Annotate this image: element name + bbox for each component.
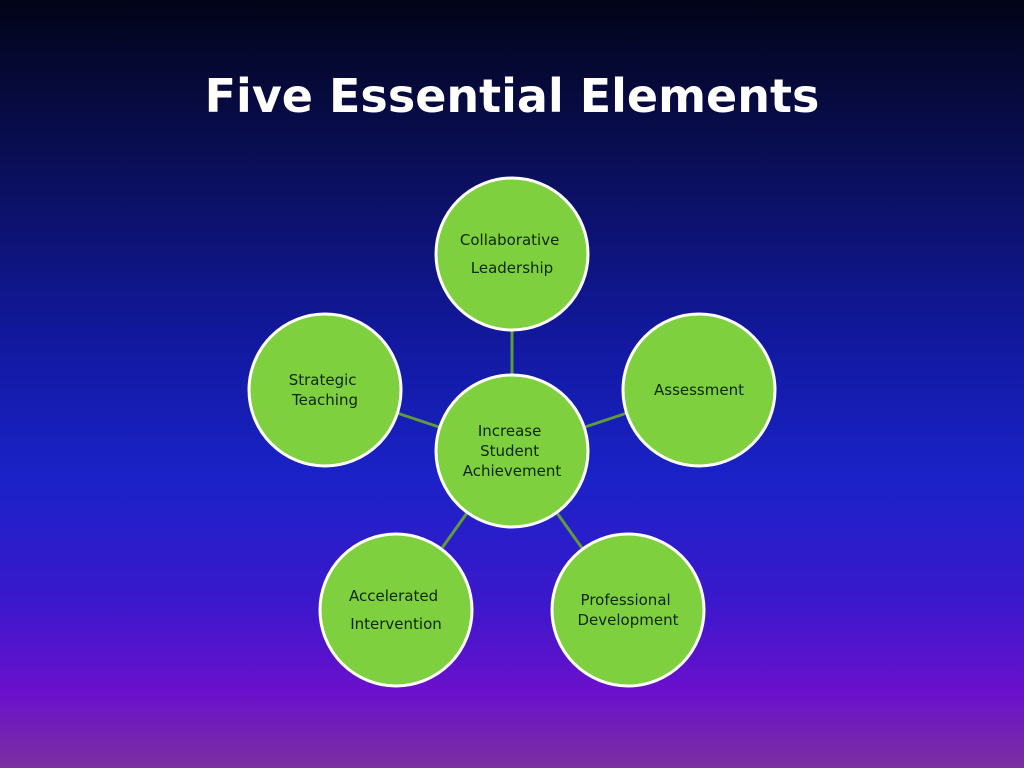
node-strategic-teaching-line-2: Teaching (291, 391, 358, 409)
connector-strategic-teaching (396, 411, 440, 429)
node-strategic-teaching-label: Strategic Teaching (289, 371, 362, 409)
node-strategic-teaching-line-1: Strategic (289, 371, 357, 389)
node-collaborative-leadership-label: Collaborative Leadership (460, 231, 564, 277)
node-assessment-label: Assessment (654, 381, 744, 399)
center-node-line-1: Increase (478, 422, 541, 440)
node-professional-development-line-1: Professional (581, 591, 671, 609)
node-accelerated-intervention-line-1: Accelerated (349, 587, 438, 605)
node-collaborative-leadership-line-2: Leadership (471, 259, 553, 277)
node-accelerated-intervention: Accelerated Intervention (318, 532, 474, 688)
connector-accelerated-intervention (440, 512, 469, 549)
node-strategic-teaching: Strategic Teaching (247, 312, 403, 468)
node-collaborative-leadership-line-1: Collaborative (460, 231, 559, 249)
slide-title: Five Essential Elements (204, 69, 820, 123)
node-assessment-line-1: Assessment (654, 381, 744, 399)
center-node: Increase Student Achievement (434, 373, 590, 529)
node-professional-development-label: Professional Development (578, 591, 679, 629)
node-professional-development: Professional Development (550, 532, 706, 688)
node-accelerated-intervention-label: Accelerated Intervention (349, 587, 443, 633)
connector-assessment (584, 411, 628, 429)
node-professional-development-line-2: Development (578, 611, 679, 629)
node-accelerated-intervention-line-2: Intervention (350, 615, 442, 633)
connector-professional-development (555, 512, 584, 549)
center-node-label: Increase Student Achievement (463, 422, 562, 480)
node-assessment: Assessment (621, 312, 777, 468)
center-node-line-3: Achievement (463, 462, 562, 480)
center-node-line-2: Student (480, 442, 539, 460)
node-collaborative-leadership: Collaborative Leadership (434, 176, 590, 332)
